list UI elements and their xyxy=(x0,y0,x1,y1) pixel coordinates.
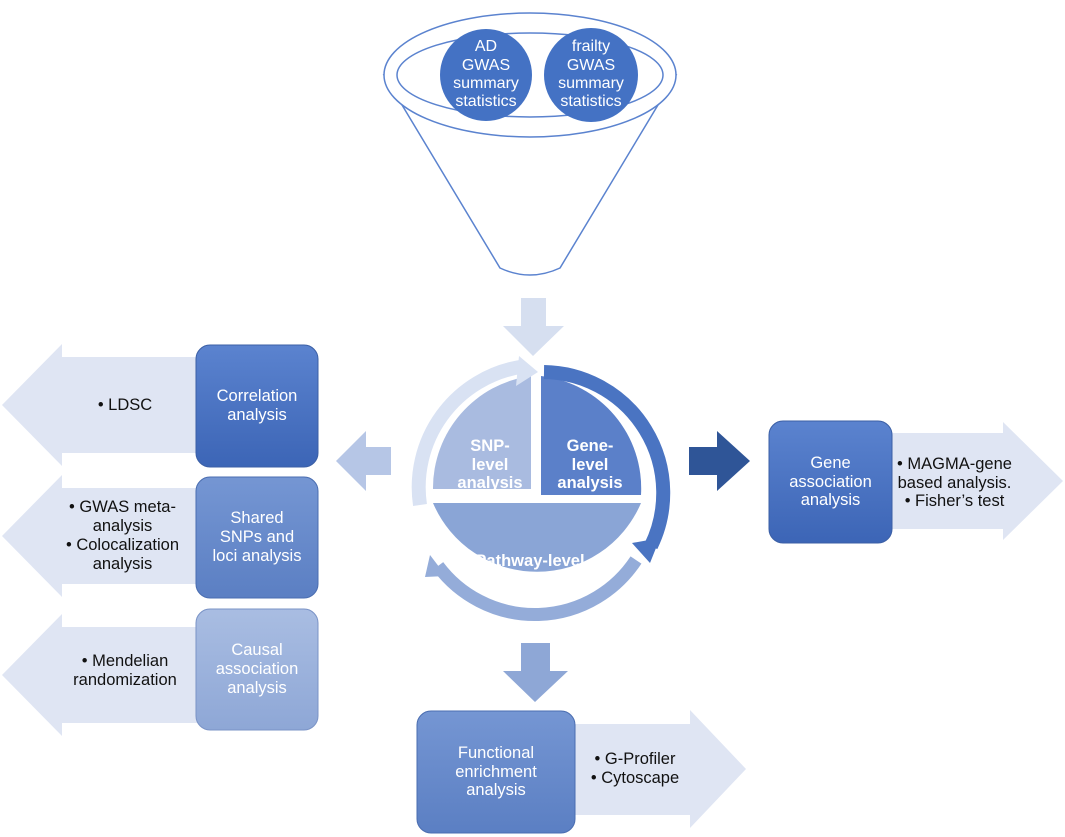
gene-assoc-line-1: Gene xyxy=(810,453,851,472)
magma-bullet-line-2: based analysis. xyxy=(897,473,1012,492)
functional-line-1: Functional xyxy=(457,743,535,762)
meta-bullet-line-1: • GWAS meta- xyxy=(69,498,176,517)
shared-snps-box-label: Shared SNPs and loci analysis xyxy=(196,477,318,598)
ad-line-2: GWAS xyxy=(461,56,511,74)
ad-line-4: statistics xyxy=(455,93,517,111)
mr-bullets: • Mendelian randomization xyxy=(55,648,195,694)
mr-bullet-line-2: randomization xyxy=(73,671,177,689)
gene-level-label: Gene- level analysis xyxy=(542,432,638,498)
functional-line-3: analysis xyxy=(466,781,526,800)
snp-segment xyxy=(432,376,531,489)
funnel xyxy=(382,12,678,276)
gene-association-box xyxy=(768,420,893,544)
magma-bullets: • MAGMA-gene based analysis. • Fisher’s … xyxy=(892,452,1017,514)
cytoscape-bullet: • Cytoscape xyxy=(590,769,680,787)
frailty-gwas-circle xyxy=(544,28,638,122)
correlation-line-2: analysis xyxy=(227,406,287,424)
ldsc-bullets: • LDSC xyxy=(60,380,190,430)
gprofiler-arrow xyxy=(574,710,746,828)
fisher-bullet: • Fisher’s test xyxy=(904,492,1005,511)
functional-enrichment-box-label: Functional enrichment analysis xyxy=(417,711,575,833)
gene-segment xyxy=(541,376,642,495)
snp-line-2: level xyxy=(471,455,509,474)
causal-box-label: Causal association analysis xyxy=(196,609,318,730)
ad-gwas-circle xyxy=(440,29,532,121)
gene-line-1: Gene- xyxy=(566,436,614,455)
pathway-level-label: Pathway-level analysis xyxy=(450,550,610,592)
gprofiler-bullet: • G-Profiler xyxy=(594,750,676,769)
frailty-line-4: statistics xyxy=(560,93,622,111)
frailty-gwas-label: frailty GWAS summary statistics xyxy=(544,37,638,113)
magma-arrow xyxy=(892,422,1063,540)
left-arrow xyxy=(336,431,391,491)
funnel-down-arrow xyxy=(503,298,564,356)
shared-line-2: SNPs and xyxy=(219,528,295,547)
gene-association-box-label: Gene association analysis xyxy=(769,421,892,543)
shared-line-1: Shared xyxy=(230,509,284,528)
shared-line-3: loci analysis xyxy=(212,546,302,565)
pathway-segment xyxy=(433,503,641,572)
gene-assoc-line-3: analysis xyxy=(800,491,861,510)
coloc-bullet-line-2: analysis xyxy=(92,554,153,573)
gene-assoc-line-2: association xyxy=(789,472,872,491)
pathway-line-1: Pathway-level xyxy=(475,552,585,571)
causal-box xyxy=(195,608,319,731)
mr-bullet-line-1: • Mendelian xyxy=(81,652,169,671)
correlation-box-label: Correlation analysis xyxy=(196,345,318,467)
meta-bullet-line-2: analysis xyxy=(92,517,153,536)
frailty-line-3: summary xyxy=(558,75,624,92)
gene-line-3: analysis xyxy=(557,474,623,493)
snp-line-3: analysis xyxy=(457,474,523,493)
meta-arrow xyxy=(2,475,198,597)
ldsc-arrow xyxy=(2,344,198,466)
cycle-diagram xyxy=(411,356,671,621)
functional-line-2: enrichment xyxy=(455,762,537,781)
correlation-line-1: Correlation xyxy=(216,387,298,406)
gene-line-2: level xyxy=(571,455,609,474)
ad-gwas-label: AD GWAS summary statistics xyxy=(440,37,532,113)
causal-line-3: analysis xyxy=(227,678,287,697)
snp-line-1: SNP- xyxy=(470,436,510,455)
ldsc-bullet: • LDSC xyxy=(97,395,153,414)
down-arrow xyxy=(503,643,568,702)
causal-line-2: association xyxy=(215,660,299,679)
right-arrow xyxy=(689,431,750,491)
frailty-line-1: frailty xyxy=(571,38,611,56)
frailty-line-2: GWAS xyxy=(566,56,616,74)
enrichment-bullets: • G-Profiler • Cytoscape xyxy=(580,748,690,790)
snp-level-label: SNP- level analysis xyxy=(442,432,538,498)
coloc-bullet-line-1: • Colocalization xyxy=(65,536,180,554)
pathway-line-2: analysis xyxy=(497,571,563,589)
causal-line-1: Causal xyxy=(231,641,283,660)
ad-line-3: summary xyxy=(453,75,519,92)
functional-enrichment-box xyxy=(416,710,576,834)
mr-arrow xyxy=(2,614,198,736)
magma-bullet-line-1: • MAGMA-gene xyxy=(897,454,1012,473)
ad-line-1: AD xyxy=(474,38,498,56)
meta-coloc-bullets: • GWAS meta- analysis • Colocalization a… xyxy=(50,496,195,576)
shared-snps-box xyxy=(195,476,319,599)
correlation-box xyxy=(195,344,319,468)
